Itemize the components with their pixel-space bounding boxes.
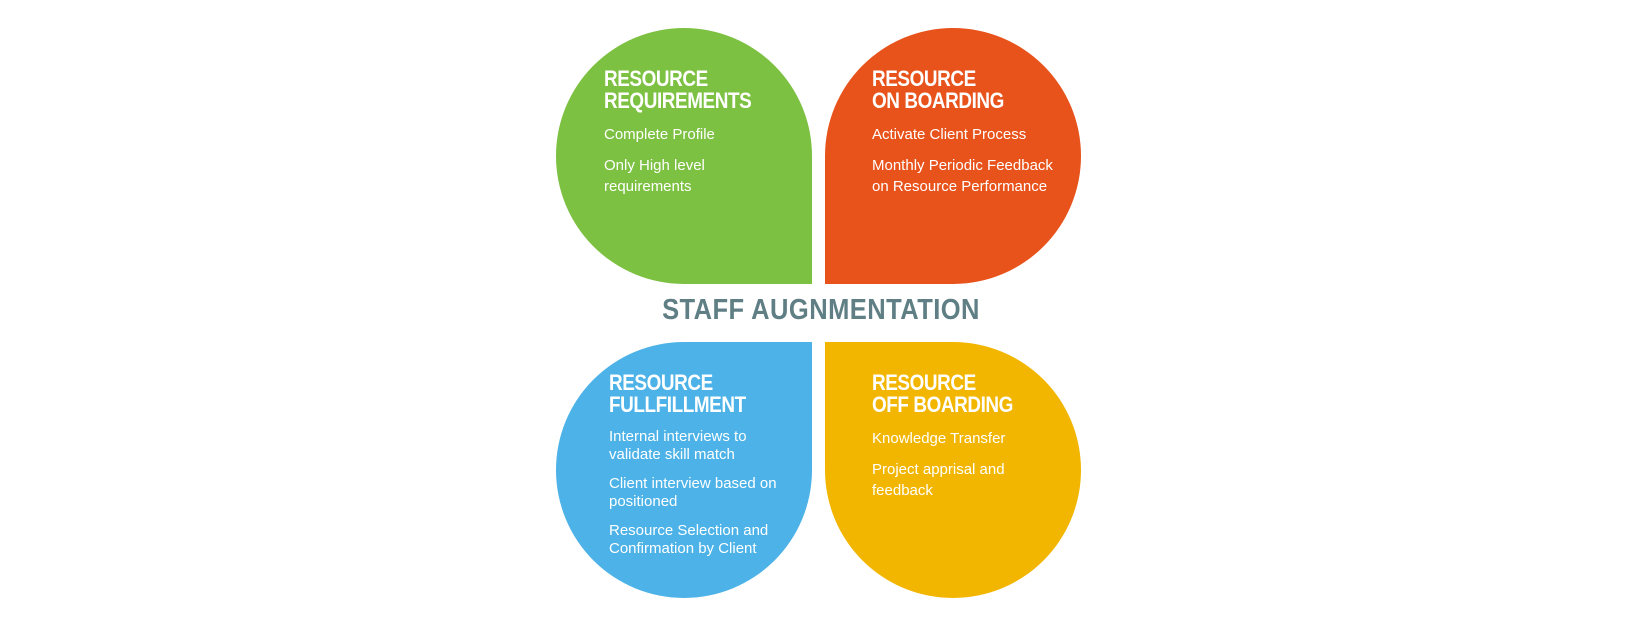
petal-item: Knowledge Transfer (872, 430, 1006, 447)
petal-title: RESOURCE REQUIREMENTS (604, 68, 774, 112)
petal-title: RESOURCE OFF BOARDING (872, 372, 1043, 416)
diagram-title: STAFF AUGNMENTATION (662, 294, 980, 326)
petal-title-line1: RESOURCE (872, 66, 976, 91)
petal-item: Complete Profile (604, 126, 715, 143)
petal-item: Client interview based on positioned (609, 475, 777, 510)
petal-item: Activate Client Process (872, 126, 1027, 143)
petal-item: Internal interviews to validate skill ma… (609, 428, 747, 463)
petal-title-line2: FULLFILLMENT (609, 392, 746, 417)
petal-item: Resource Selection and Confirmation by C… (609, 522, 769, 557)
petal-title: RESOURCE FULLFILLMENT (609, 372, 775, 416)
petal-title-line2: OFF BOARDING (872, 392, 1013, 417)
petal-resource-fulfillment: RESOURCE FULLFILLMENT Internal interview… (556, 342, 812, 598)
petal-resource-off-boarding: RESOURCE OFF BOARDING Knowledge Transfer… (825, 342, 1081, 598)
petal-item: Only High level requirements (604, 157, 705, 195)
petal-resource-on-boarding: RESOURCE ON BOARDING Activate Client Pro… (825, 28, 1081, 284)
petal-title-line1: RESOURCE (872, 370, 976, 395)
petal-title-line2: ON BOARDING (872, 88, 1004, 113)
petal-resource-requirements: RESOURCE REQUIREMENTS Complete Profile O… (556, 28, 812, 284)
petal-title-line2: REQUIREMENTS (604, 88, 752, 113)
petal-title-line1: RESOURCE (609, 370, 713, 395)
petal-title: RESOURCE ON BOARDING (872, 68, 1043, 112)
petal-title-line1: RESOURCE (604, 66, 708, 91)
petal-item: Monthly Periodic Feedback on Resource Pe… (872, 157, 1053, 195)
petal-item: Project apprisal and feedback (872, 461, 1005, 499)
